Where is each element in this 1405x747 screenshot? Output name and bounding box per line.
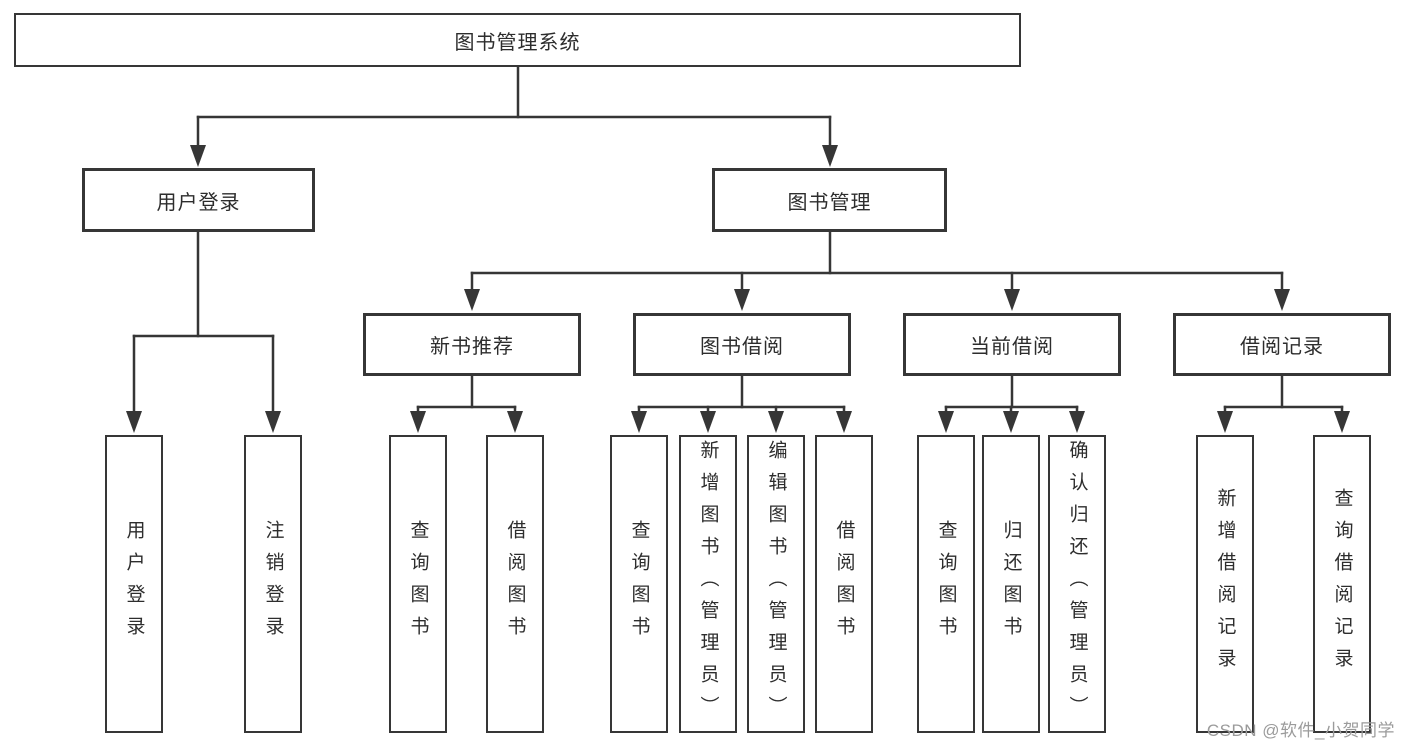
arrow-icon (1069, 411, 1085, 433)
leaf-current-return-books: 归还图书 (982, 435, 1040, 733)
node-label: 图书管理 (787, 191, 872, 214)
node-label: 编辑图书（管理员） (765, 440, 787, 728)
arrow-icon (836, 411, 852, 433)
arrow-icon (126, 411, 142, 433)
leaf-logout: 注销登录 (244, 435, 302, 733)
leaf-records-add-borrow-record: 新增借阅记录 (1196, 435, 1254, 733)
node-label: 查询图书 (935, 520, 957, 648)
node-book-borrow: 图书借阅 (633, 313, 851, 376)
node-new-book-recommend: 新书推荐 (363, 313, 581, 376)
node-library-management-system: 图书管理系统 (14, 13, 1021, 67)
leaf-current-confirm-return-admin: 确认归还（管理员） (1048, 435, 1106, 733)
node-current-borrow: 当前借阅 (903, 313, 1121, 376)
node-label: 图书借阅 (700, 336, 784, 358)
arrow-icon (1217, 411, 1233, 433)
node-label: 借阅图书 (833, 520, 855, 648)
node-label: 借阅图书 (504, 520, 526, 648)
leaf-newbook-borrow-books: 借阅图书 (486, 435, 544, 733)
arrow-icon (190, 145, 206, 167)
arrow-icon (631, 411, 647, 433)
leaf-user-login: 用户登录 (105, 435, 163, 733)
arrow-icon (507, 411, 523, 433)
csdn-watermark: CSDN @软件_小贺同学 (1206, 721, 1395, 740)
node-label: 新增图书（管理员） (697, 440, 719, 728)
node-label: 查询借阅记录 (1331, 488, 1353, 680)
leaf-borrow-edit-books-admin: 编辑图书（管理员） (747, 435, 805, 733)
node-book-management: 图书管理 (712, 168, 947, 232)
node-label: 查询图书 (628, 520, 650, 648)
node-label: 用户登录 (156, 191, 241, 214)
arrow-icon (265, 411, 281, 433)
leaf-borrow-add-books-admin: 新增图书（管理员） (679, 435, 737, 733)
arrow-icon (1003, 411, 1019, 433)
arrow-icon (410, 411, 426, 433)
arrow-icon (1334, 411, 1350, 433)
arrow-icon (734, 289, 750, 311)
arrow-icon (768, 411, 784, 433)
node-label: 借阅记录 (1240, 336, 1324, 358)
arrow-icon (700, 411, 716, 433)
node-label: 注销登录 (262, 520, 284, 648)
node-label: 确认归还（管理员） (1066, 440, 1088, 728)
arrow-icon (1274, 289, 1290, 311)
node-label: 新书推荐 (430, 336, 514, 358)
leaf-current-query-books: 查询图书 (917, 435, 975, 733)
node-label: 用户登录 (123, 520, 145, 648)
node-label: 新增借阅记录 (1214, 488, 1236, 680)
leaf-records-query-borrow-record: 查询借阅记录 (1313, 435, 1371, 733)
node-borrow-records: 借阅记录 (1173, 313, 1391, 376)
arrow-icon (464, 289, 480, 311)
node-label: 查询图书 (407, 520, 429, 648)
arrow-icon (1004, 289, 1020, 311)
arrow-icon (938, 411, 954, 433)
node-label: 当前借阅 (970, 336, 1054, 358)
node-label: 归还图书 (1000, 520, 1022, 648)
node-label: 图书管理系统 (454, 31, 581, 54)
node-user-login: 用户登录 (82, 168, 315, 232)
leaf-borrow-query-books: 查询图书 (610, 435, 668, 733)
arrow-icon (822, 145, 838, 167)
leaf-newbook-query-books: 查询图书 (389, 435, 447, 733)
leaf-borrow-borrow-books: 借阅图书 (815, 435, 873, 733)
